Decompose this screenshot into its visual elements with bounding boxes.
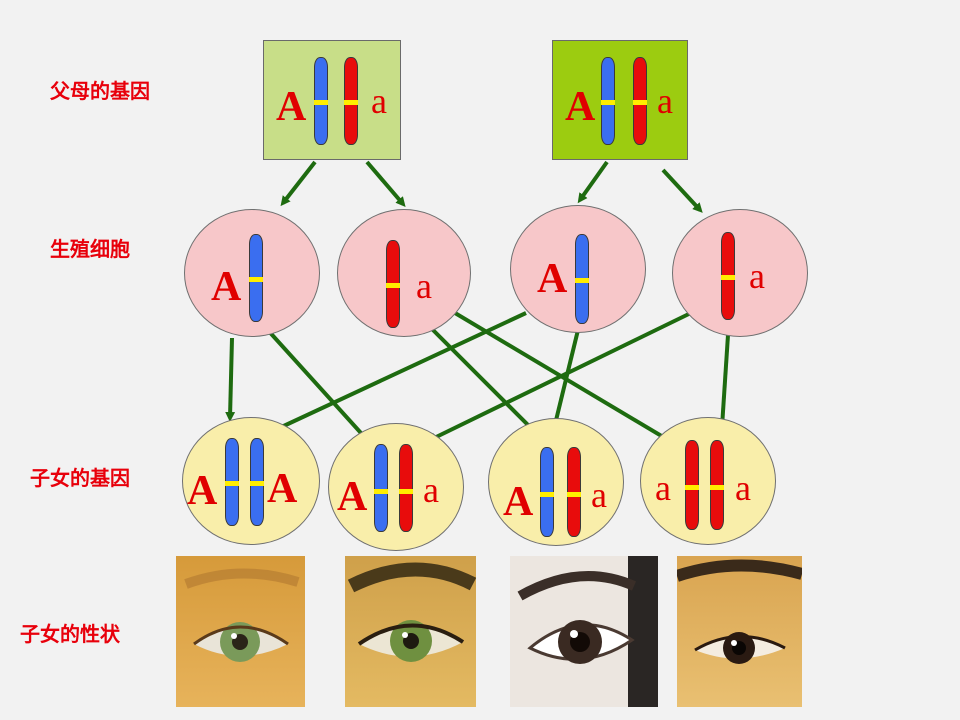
parent2-allele-left: A	[565, 84, 596, 130]
chromosome-dominant	[314, 57, 328, 145]
chromosome-dominant	[249, 234, 263, 322]
chromosome-dominant	[374, 444, 388, 532]
row-label-children-genes: 子女的基因	[30, 466, 130, 490]
row-label-children-traits: 子女的性状	[20, 622, 120, 646]
parent-box-1: A a	[263, 40, 401, 160]
chromosome-recessive	[685, 440, 699, 530]
arrow-gamete1-to-child2	[263, 325, 373, 446]
gamete4-allele: a	[749, 256, 765, 296]
gamete-cell-3: A	[510, 205, 646, 333]
gamete2-allele: a	[416, 266, 432, 306]
parent-box-2: A a	[552, 40, 688, 160]
eye-photo-green-1	[176, 556, 305, 707]
arrow-gamete4-to-child4	[717, 334, 730, 431]
chromosome-recessive	[721, 232, 735, 320]
parent1-allele-right: a	[371, 81, 387, 121]
chromosome-recessive	[386, 240, 400, 328]
child3-allele-left: A	[503, 479, 534, 525]
arrow-gamete2-to-child4	[453, 311, 684, 450]
child4-allele-right: a	[735, 468, 751, 508]
child2-allele-left: A	[337, 474, 368, 520]
child3-allele-right: a	[591, 475, 607, 515]
child-cell-2: A a	[328, 423, 464, 551]
chromosome-dominant	[575, 234, 589, 324]
chromosome-recessive	[567, 447, 581, 537]
gamete-cell-1: A	[184, 209, 320, 337]
arrow-parent2-to-gamete3	[577, 160, 609, 204]
eye-photo-dark-2	[677, 556, 802, 707]
parent1-allele-left: A	[276, 84, 307, 130]
arrow-parent2-to-gamete4	[661, 168, 703, 213]
eye-photo-green-2	[345, 556, 476, 707]
arrow-parent1-to-gamete1	[280, 160, 317, 207]
child1-allele-left: A	[187, 468, 218, 514]
chromosome-dominant	[540, 447, 554, 537]
chromosome-recessive	[710, 440, 724, 530]
arrow-gamete1-to-child1	[225, 337, 236, 422]
gamete1-allele: A	[211, 264, 242, 310]
eye-photo-dark-1	[510, 556, 658, 707]
child-cell-3: A a	[488, 418, 624, 546]
gamete-cell-4: a	[672, 209, 808, 337]
chromosome-recessive	[399, 444, 413, 532]
chromosome-recessive	[633, 57, 647, 145]
child2-allele-right: a	[423, 470, 439, 510]
arrow-gamete4-to-child2	[426, 308, 698, 442]
chromosome-dominant	[601, 57, 615, 145]
chromosome-dominant	[250, 438, 264, 526]
child4-allele-left: a	[655, 468, 671, 508]
chromosome-recessive	[344, 57, 358, 145]
child1-allele-right: A	[267, 466, 298, 512]
child-cell-1: A A	[182, 417, 320, 545]
child-cell-4: a a	[640, 417, 776, 545]
chromosome-dominant	[225, 438, 239, 526]
gamete3-allele: A	[537, 256, 568, 302]
row-label-gametes: 生殖细胞	[50, 237, 130, 261]
arrow-parent1-to-gamete2	[365, 160, 406, 208]
parent2-allele-right: a	[657, 81, 673, 121]
row-label-parents: 父母的基因	[50, 79, 150, 103]
gamete-cell-2: a	[337, 209, 471, 337]
